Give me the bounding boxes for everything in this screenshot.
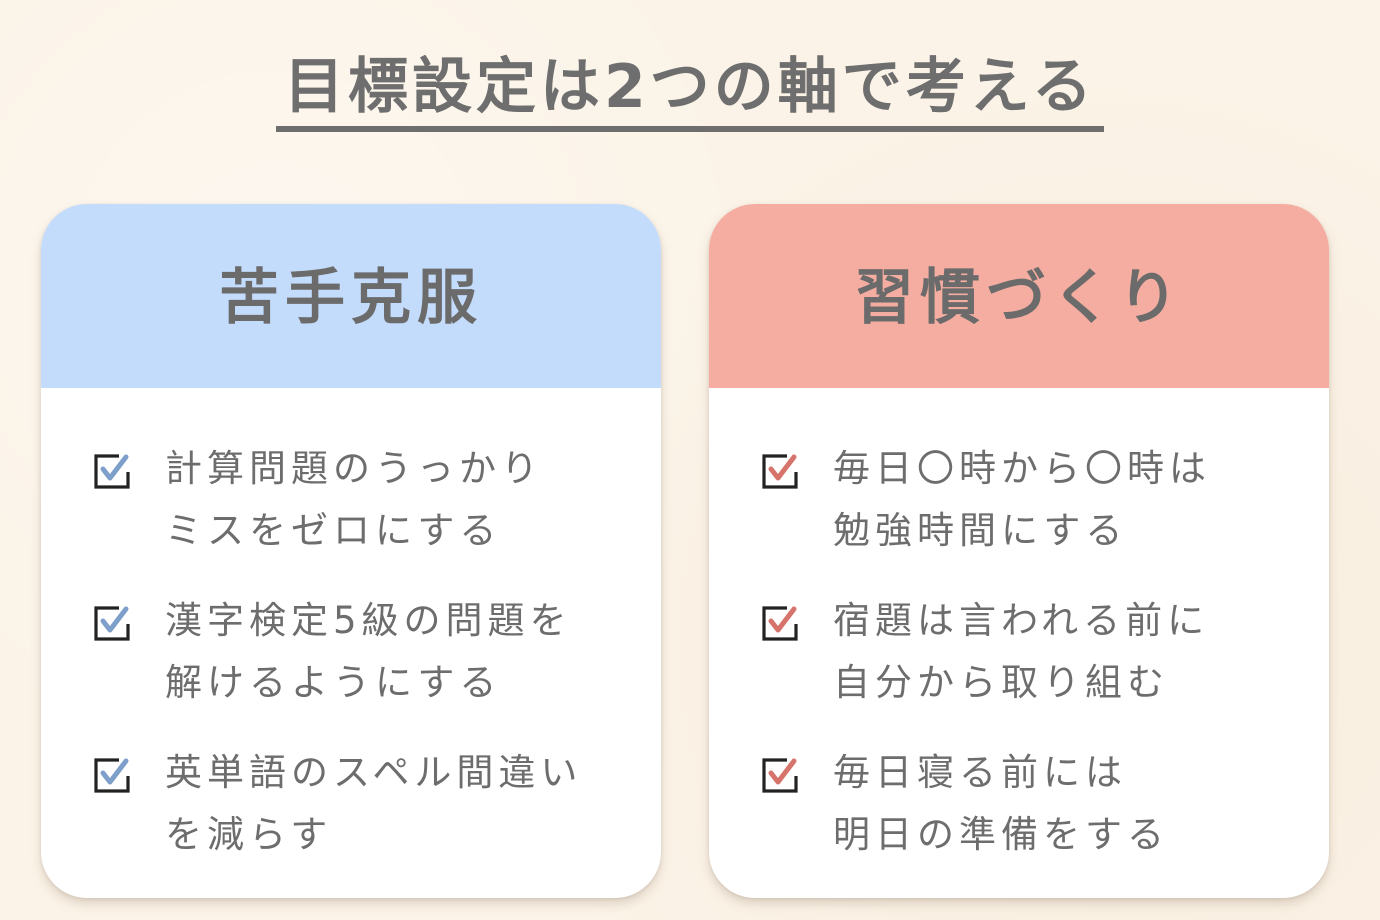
goal-text: 漢字検定5級の問題を 解けるようにする (165, 599, 572, 704)
card-habit-building: 習慣づくり 毎日〇時から〇時は 勉強時間にする 宿題は言われる前に 自分から取り… (709, 204, 1329, 898)
goal-text: 英単語のスペル間違い を減らす (165, 751, 583, 856)
card-title: 習慣づくり (854, 262, 1184, 333)
goal-list: 計算問題のうっかり ミスをゼロにする 漢字検定5級の問題を 解けるようにする 英… (41, 388, 661, 866)
card-header: 習慣づくり (709, 204, 1329, 388)
goal-list: 毎日〇時から〇時は 勉強時間にする 宿題は言われる前に 自分から取り組む 毎日寝… (709, 388, 1329, 866)
goal-item: 宿題は言われる前に 自分から取り組む (761, 590, 1329, 714)
goal-text: 計算問題のうっかり ミスをゼロにする (165, 447, 543, 552)
checkbox-checked-icon (94, 606, 130, 641)
checkbox-checked-icon (762, 758, 798, 793)
card-weakness-overcoming: 苦手克服 計算問題のうっかり ミスをゼロにする 漢字検定5級の問題を 解けるよう… (41, 204, 661, 898)
goal-item: 英単語のスペル間違い を減らす (93, 742, 661, 866)
checkbox-checked-icon (94, 758, 130, 793)
card-title: 苦手克服 (219, 262, 483, 333)
goal-item: 毎日〇時から〇時は 勉強時間にする (761, 438, 1329, 562)
goal-item: 毎日寝る前には 明日の準備をする (761, 742, 1329, 866)
goal-item: 漢字検定5級の問題を 解けるようにする (93, 590, 661, 714)
goal-text: 毎日寝る前には 明日の準備をする (833, 751, 1169, 856)
page-title: 目標設定は2つの軸で考える (276, 52, 1104, 132)
title-container: 目標設定は2つの軸で考える (0, 52, 1380, 132)
goal-text: 宿題は言われる前に 自分から取り組む (833, 599, 1210, 704)
goal-text: 毎日〇時から〇時は 勉強時間にする (833, 447, 1211, 552)
card-header: 苦手克服 (41, 204, 661, 388)
goal-item: 計算問題のうっかり ミスをゼロにする (93, 438, 661, 562)
checkbox-checked-icon (762, 606, 798, 641)
checkbox-checked-icon (762, 454, 798, 489)
checkbox-checked-icon (94, 454, 130, 489)
